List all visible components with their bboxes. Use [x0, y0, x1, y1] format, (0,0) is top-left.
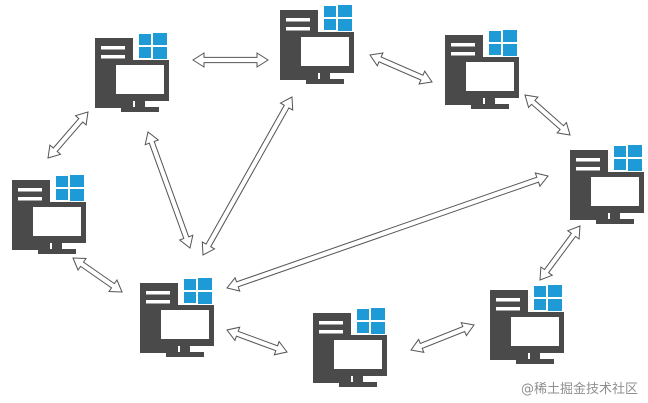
- windows-logo-icon: [534, 285, 562, 311]
- double-arrow-icon: [226, 326, 288, 356]
- monitor-icon: [506, 312, 564, 364]
- windows-logo-icon: [614, 145, 642, 171]
- windows-logo-icon: [139, 33, 167, 59]
- link-pc-5-pc-6: [72, 257, 123, 293]
- link-pc-1-pc-2: [192, 52, 269, 68]
- monitor-icon: [461, 57, 519, 109]
- windows-logo-icon: [56, 175, 84, 201]
- nodes-layer: [12, 5, 644, 387]
- monitor-icon: [28, 202, 86, 254]
- pc-4-windows-pc-icon: [570, 145, 644, 224]
- double-arrow-icon: [72, 257, 123, 293]
- windows-logo-icon: [184, 278, 212, 304]
- double-arrow-icon: [539, 225, 581, 281]
- link-pc-7-pc-8: [410, 321, 475, 354]
- windows-logo-icon: [489, 30, 517, 56]
- link-pc-3-pc-4: [524, 94, 571, 136]
- monitor-icon: [111, 60, 169, 112]
- double-arrow-icon: [524, 94, 571, 136]
- windows-logo-icon: [324, 5, 352, 31]
- watermark-text: @稀土掘金技术社区: [520, 382, 638, 397]
- double-arrow-icon: [226, 172, 549, 292]
- link-pc-1-pc-6: [144, 131, 194, 249]
- pc-1-windows-pc-icon: [95, 33, 169, 112]
- pc-3-windows-pc-icon: [445, 30, 519, 109]
- link-pc-2-pc-3: [369, 52, 433, 85]
- monitor-icon: [296, 32, 354, 84]
- double-arrow-icon: [144, 131, 194, 249]
- windows-logo-icon: [357, 308, 385, 334]
- link-pc-1-pc-5: [47, 111, 89, 159]
- double-arrow-icon: [192, 52, 269, 68]
- link-pc-2-pc-6: [201, 96, 294, 256]
- monitor-icon: [586, 172, 644, 224]
- double-arrow-icon: [201, 96, 294, 256]
- pc-8-windows-pc-icon: [490, 285, 564, 364]
- link-pc-4-pc-8: [539, 225, 581, 281]
- double-arrow-icon: [410, 321, 475, 354]
- monitor-icon: [329, 335, 387, 387]
- link-pc-4-pc-6: [226, 172, 549, 292]
- pc-5-windows-pc-icon: [12, 175, 86, 254]
- pc-6-windows-pc-icon: [140, 278, 214, 357]
- double-arrow-icon: [369, 52, 433, 85]
- monitor-icon: [156, 305, 214, 357]
- link-pc-6-pc-7: [226, 326, 288, 356]
- double-arrow-icon: [47, 111, 89, 159]
- links-layer: [47, 52, 581, 356]
- pc-7-windows-pc-icon: [313, 308, 387, 387]
- pc-2-windows-pc-icon: [280, 5, 354, 84]
